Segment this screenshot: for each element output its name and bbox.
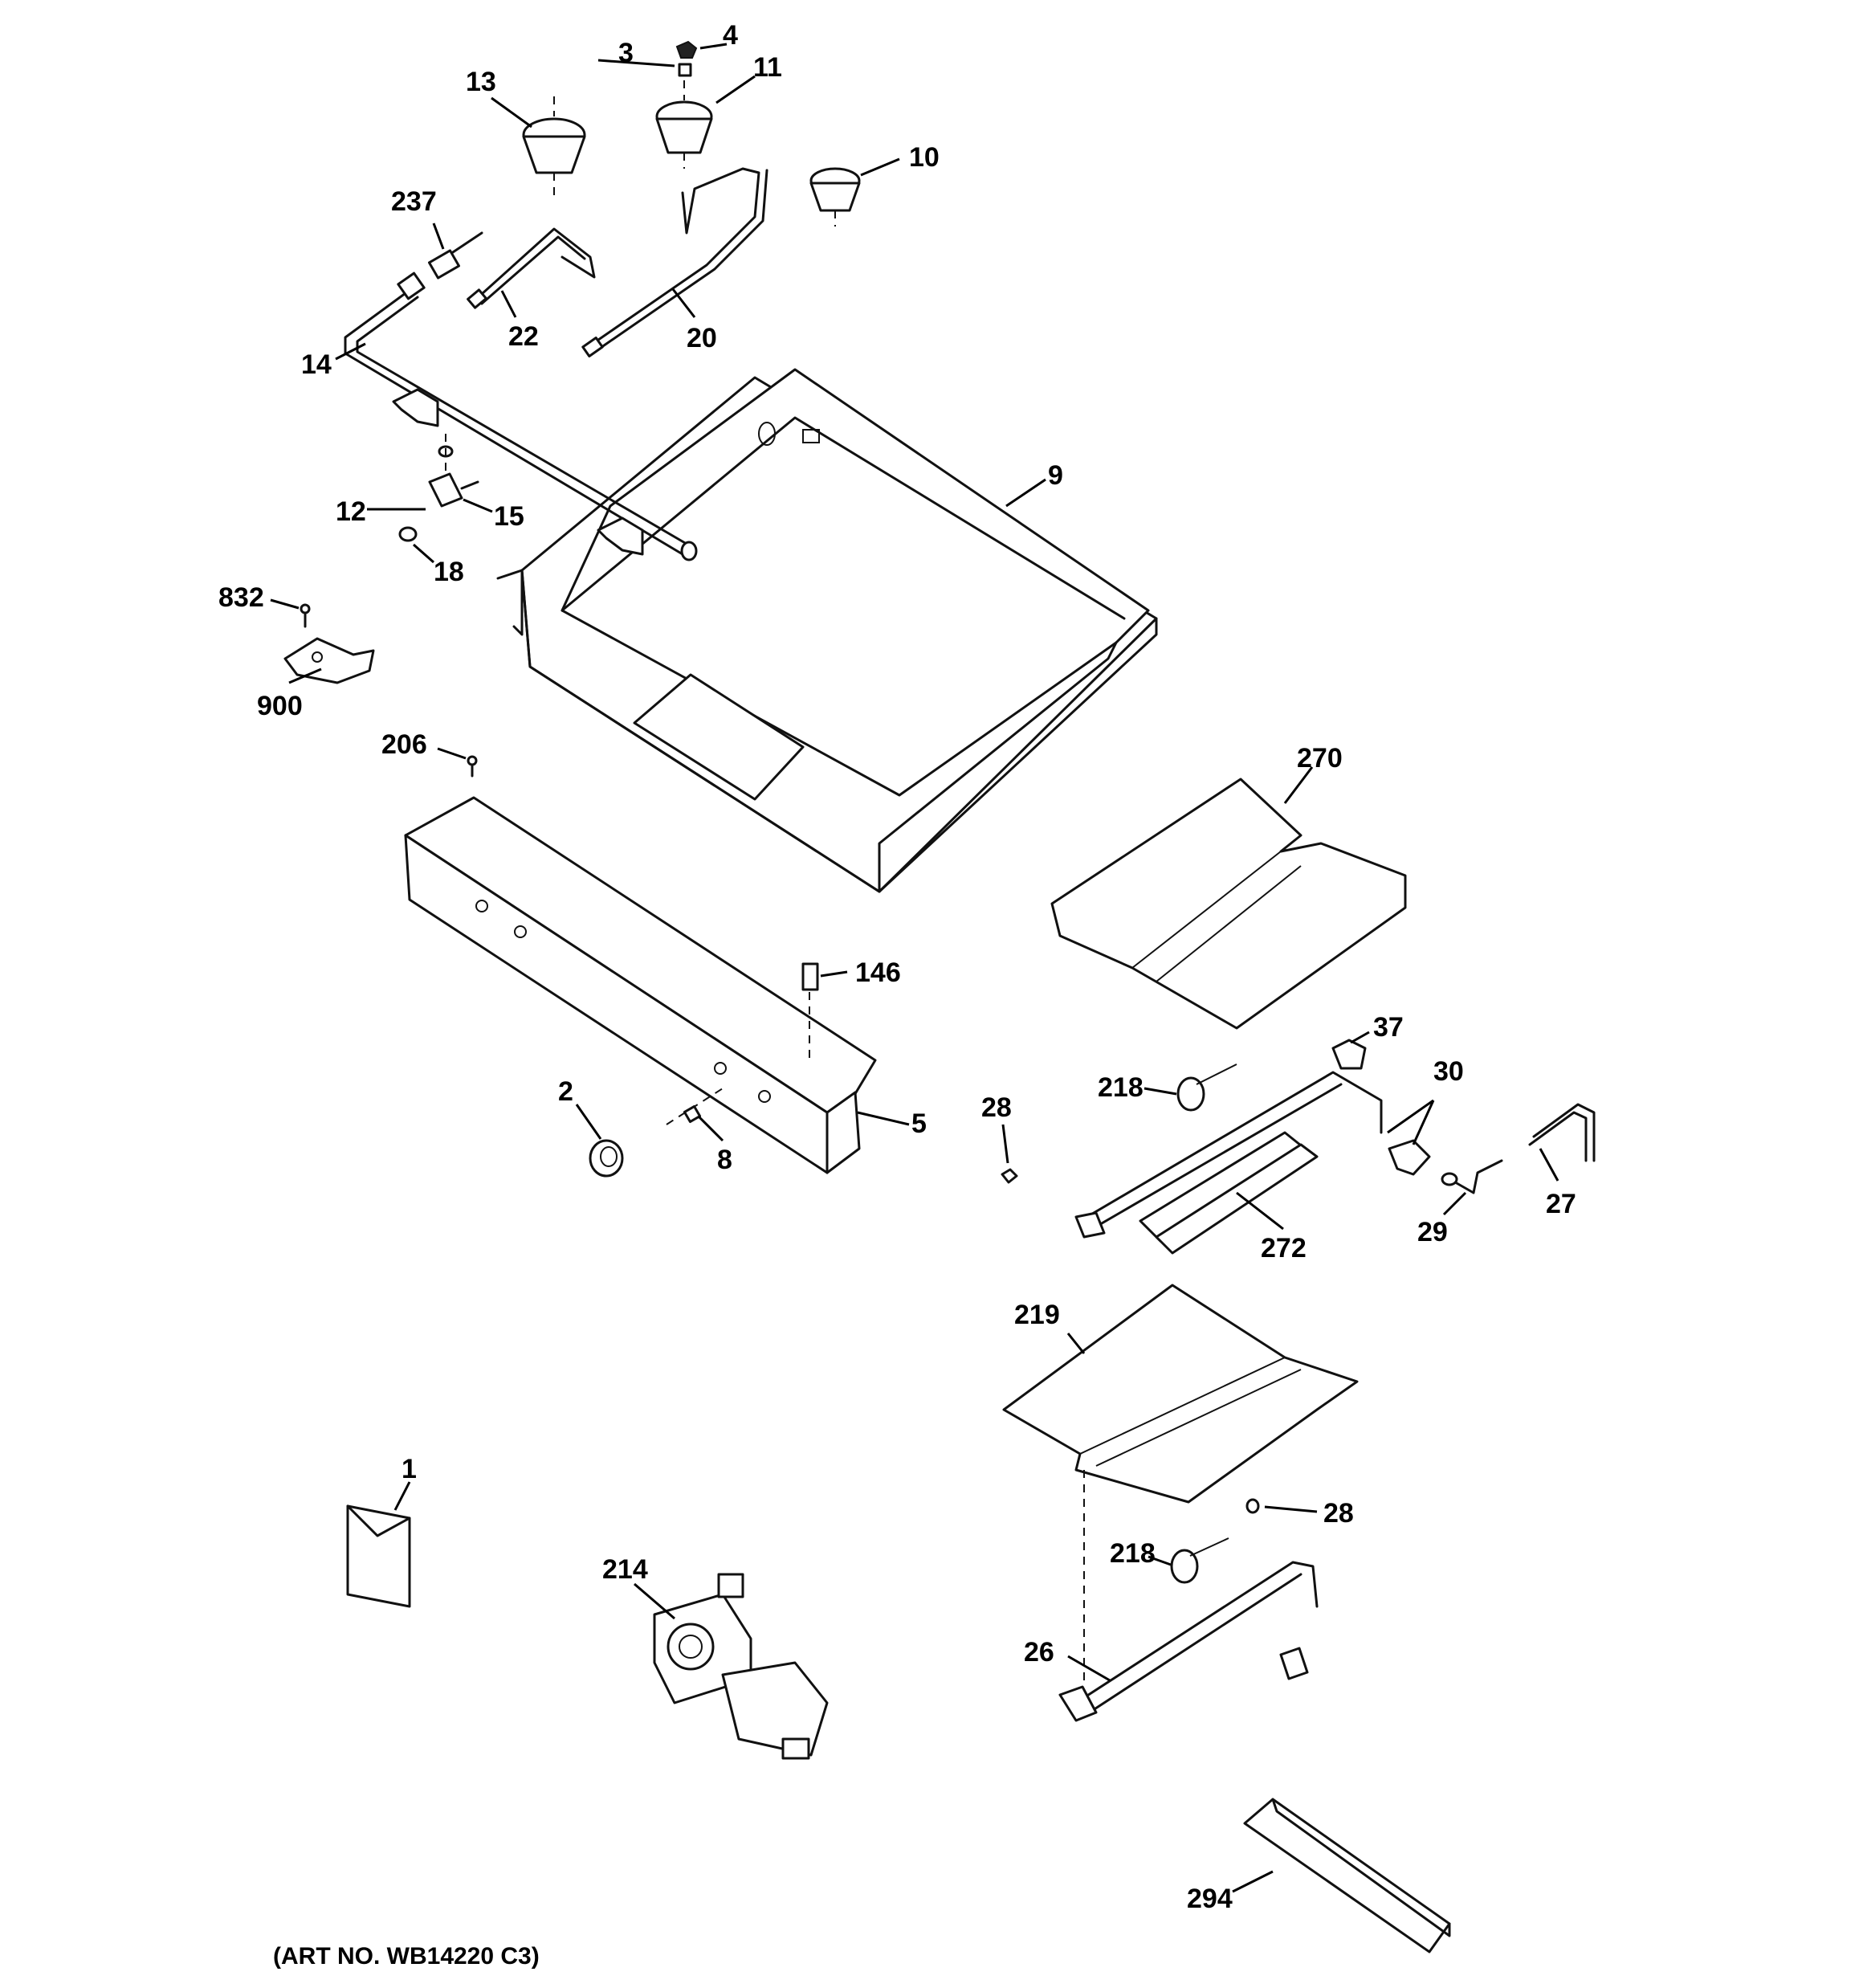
callout-2: 2 bbox=[558, 1076, 573, 1107]
elbow-29-part bbox=[1441, 1159, 1503, 1194]
bracket-294-part bbox=[1243, 1798, 1451, 1953]
callout-20: 20 bbox=[687, 323, 717, 353]
tube-22-part bbox=[467, 227, 596, 309]
callout-28-upper: 28 bbox=[981, 1092, 1012, 1123]
ignitor-30-part bbox=[1388, 1139, 1431, 1176]
callout-30: 30 bbox=[1433, 1056, 1464, 1087]
callout-5: 5 bbox=[911, 1108, 927, 1139]
literature-envelope-part bbox=[346, 1504, 411, 1608]
callout-11: 11 bbox=[753, 52, 782, 83]
callout-4: 4 bbox=[723, 20, 738, 51]
valve-214-part bbox=[653, 1573, 829, 1760]
burner-head-13-part bbox=[522, 96, 586, 197]
callout-22: 22 bbox=[508, 321, 539, 352]
art-number: (ART NO. WB14220 C3) bbox=[273, 1943, 540, 1970]
screw-28-upper-part bbox=[1001, 1168, 1018, 1184]
callout-206: 206 bbox=[381, 729, 427, 760]
screw-8-part bbox=[666, 1088, 724, 1125]
knob-2-part bbox=[589, 1139, 624, 1178]
callout-12: 12 bbox=[336, 496, 366, 527]
callout-28-lower: 28 bbox=[1323, 1498, 1354, 1529]
callout-29: 29 bbox=[1417, 1217, 1448, 1247]
clip-146-part bbox=[801, 962, 819, 1060]
callout-218-lower: 218 bbox=[1110, 1538, 1156, 1569]
callout-832: 832 bbox=[218, 582, 264, 613]
tube-20-part bbox=[581, 167, 768, 357]
burner-head-11-part bbox=[655, 80, 713, 169]
callout-8: 8 bbox=[717, 1145, 732, 1175]
callout-labels: 3 4 11 13 10 237 22 20 14 9 12 15 18 832… bbox=[218, 20, 1576, 1914]
orifice-218-lower-part bbox=[1170, 1537, 1229, 1584]
callout-272: 272 bbox=[1261, 1233, 1307, 1263]
nut-4-part bbox=[675, 40, 698, 59]
burner-box-part bbox=[496, 368, 1158, 893]
bracket-12-part bbox=[428, 434, 479, 508]
callout-27: 27 bbox=[1546, 1189, 1576, 1219]
leader-lines bbox=[270, 43, 1559, 1893]
orifice-218-upper-part bbox=[1176, 1063, 1237, 1112]
callout-14: 14 bbox=[301, 349, 332, 380]
callout-18: 18 bbox=[434, 557, 464, 587]
broil-burner-26-part bbox=[1058, 1561, 1319, 1722]
callout-146: 146 bbox=[855, 957, 901, 988]
manifold-panel-part bbox=[404, 796, 877, 1174]
callout-294: 294 bbox=[1187, 1884, 1233, 1914]
tube-27-part bbox=[1528, 1103, 1596, 1162]
callout-15: 15 bbox=[494, 501, 524, 532]
washer-18-part bbox=[398, 526, 418, 542]
callout-1: 1 bbox=[402, 1454, 417, 1484]
callout-214: 214 bbox=[602, 1554, 648, 1585]
callout-900: 900 bbox=[257, 691, 303, 721]
burner-head-10-part bbox=[809, 167, 861, 227]
callout-26: 26 bbox=[1024, 1637, 1054, 1668]
callout-219: 219 bbox=[1014, 1300, 1060, 1330]
heat-shield-270-part bbox=[1050, 778, 1407, 1030]
callout-10: 10 bbox=[909, 142, 940, 173]
callout-3: 3 bbox=[618, 38, 634, 68]
bake-burner-part bbox=[1074, 1071, 1383, 1255]
heat-shield-219-part bbox=[1002, 1284, 1359, 1687]
callout-270: 270 bbox=[1297, 743, 1343, 774]
callout-13: 13 bbox=[466, 67, 496, 97]
screw-206-part bbox=[467, 755, 478, 778]
callout-237: 237 bbox=[391, 186, 437, 217]
fitting-237-part bbox=[428, 231, 483, 280]
callout-218-upper: 218 bbox=[1098, 1072, 1143, 1103]
callout-9: 9 bbox=[1048, 460, 1063, 491]
nut-3-part bbox=[678, 63, 692, 77]
screw-832-part bbox=[300, 603, 311, 628]
bracket-37-part bbox=[1331, 1039, 1367, 1070]
screw-28-lower-part bbox=[1245, 1498, 1260, 1514]
callout-37: 37 bbox=[1373, 1012, 1404, 1043]
clip-900-part bbox=[283, 637, 375, 684]
